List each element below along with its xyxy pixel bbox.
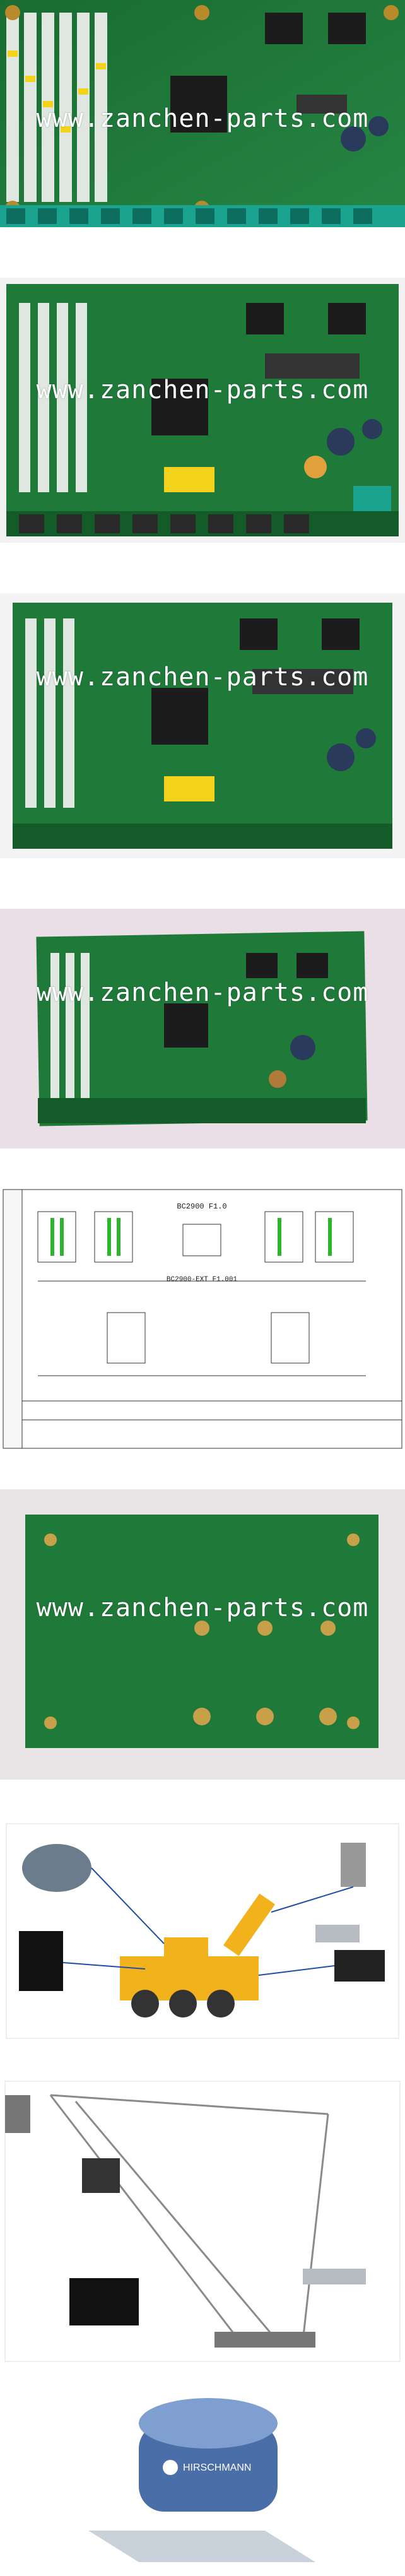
schematic-title: BC2900 F1.0 [177, 1202, 226, 1211]
watermark: www.zanchen-parts.com [36, 663, 369, 692]
pcb-photo-2: www.zanchen-parts.com [0, 278, 405, 543]
pcb-photo-3: www.zanchen-parts.com [0, 593, 405, 858]
pcb-photo-1: www.zanchen-parts.com [0, 0, 405, 227]
hirschmann-sensor: HIRSCHMANN [0, 2373, 405, 2576]
crane-system-diagram [0, 1817, 405, 2045]
sensor-logo: HIRSCHMANN [183, 2462, 251, 2473]
schematic-drawing: BC2900 F1.0 BC2900-EXT F1.001 [0, 1186, 405, 1451]
watermark: www.zanchen-parts.com [36, 1593, 369, 1622]
pcb-back-side: www.zanchen-parts.com [0, 1489, 405, 1780]
schematic-subtitle: BC2900-EXT F1.001 [167, 1276, 238, 1284]
pcb-photo-4: www.zanchen-parts.com [0, 909, 405, 1149]
watermark: www.zanchen-parts.com [36, 375, 369, 405]
watermark: www.zanchen-parts.com [36, 104, 369, 133]
crawler-crane-diagram [0, 2076, 405, 2366]
watermark: www.zanchen-parts.com [36, 978, 369, 1007]
